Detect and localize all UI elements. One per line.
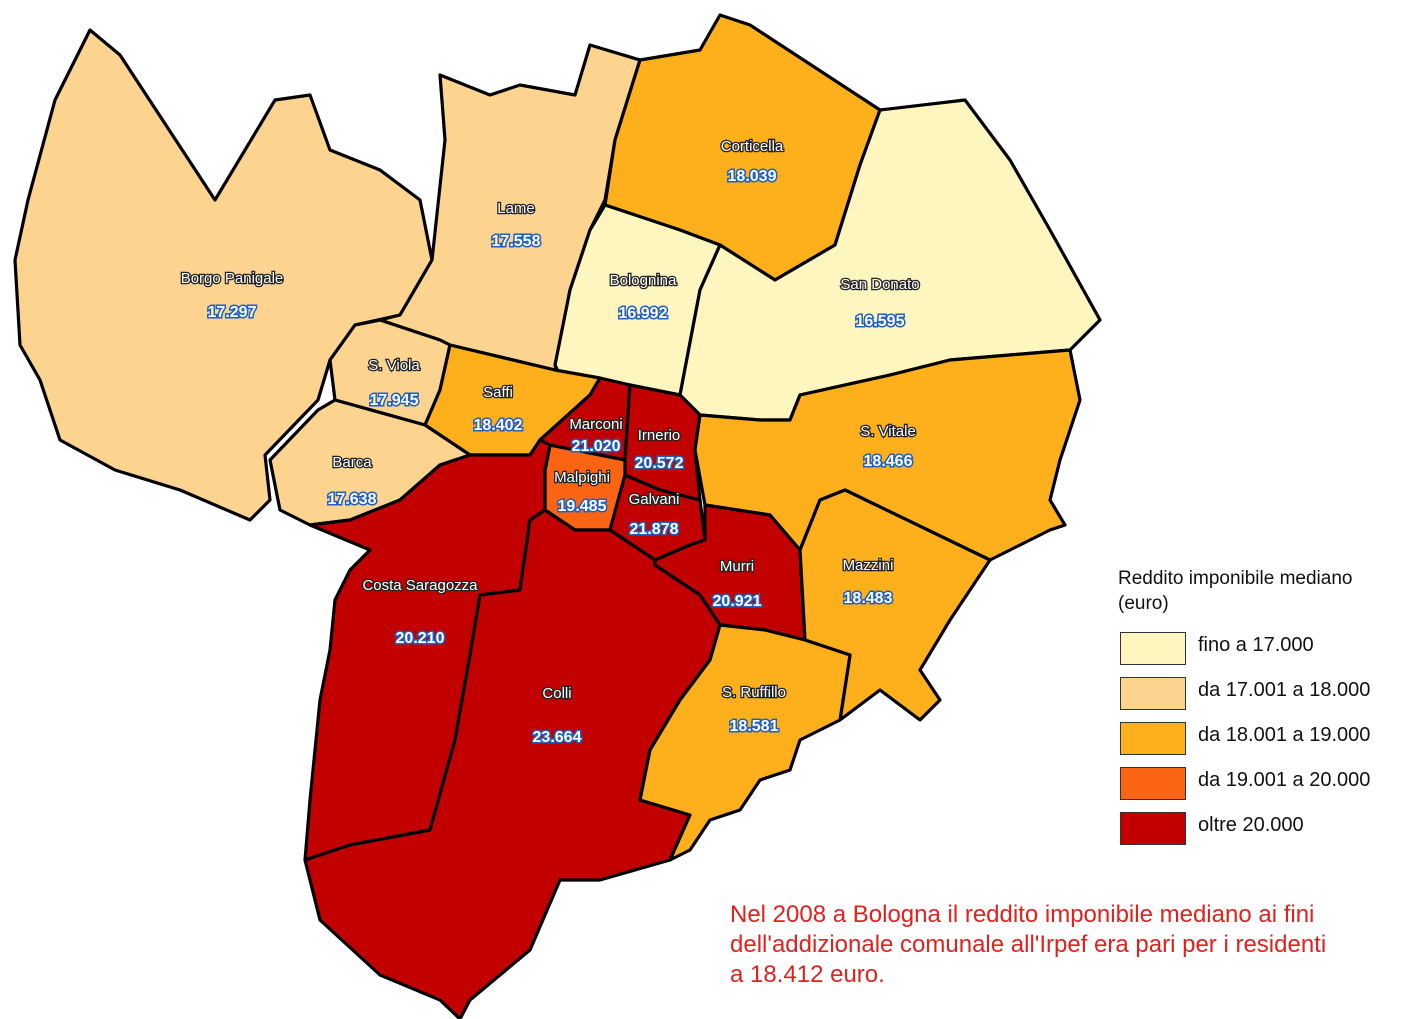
- zone-name-galvani: Galvani: [629, 491, 680, 508]
- legend-swatch-4: [1120, 767, 1186, 800]
- zone-name-lame: Lame: [497, 200, 535, 217]
- zone-value-barca: 17.638: [328, 491, 377, 508]
- legend-swatch-2: [1120, 677, 1186, 710]
- zone-value-s-vitale: 18.466: [864, 453, 913, 470]
- zone-name-saffi: Saffi: [483, 384, 513, 401]
- zone-borgo-panigale[interactable]: [13, 28, 434, 522]
- income-note-line2: dell'addizionale comunale all'Irpef era …: [730, 931, 1327, 958]
- legend-swatch-3: [1120, 722, 1186, 755]
- legend-swatch-1: [1120, 632, 1186, 665]
- legend-swatch-5: [1120, 812, 1186, 845]
- zone-name-borgo-panigale: Borgo Panigale: [181, 270, 284, 287]
- legend-item-1: fino a 17.000: [1118, 624, 1408, 669]
- legend-item-5: oltre 20.000: [1118, 804, 1408, 849]
- zone-name-malpighi: Malpighi: [554, 469, 610, 486]
- zone-value-lame: 17.558: [492, 233, 541, 250]
- legend-item-2: da 17.001 a 18.000: [1118, 669, 1408, 714]
- zone-value-marconi: 21.020: [572, 438, 621, 455]
- zone-value-costa-saragozza: 20.210: [396, 630, 445, 647]
- map-legend: Reddito imponibile mediano (euro) fino a…: [1118, 566, 1408, 849]
- legend-title-line2: (euro): [1118, 593, 1169, 614]
- zone-value-murri: 20.921: [713, 593, 762, 610]
- zone-name-san-donato: San Donato: [840, 276, 919, 293]
- zone-value-irnerio: 20.572: [635, 455, 684, 472]
- zone-value-borgo-panigale: 17.297: [208, 304, 257, 321]
- zone-value-colli: 23.664: [533, 729, 582, 746]
- legend-label-4: da 19.001 a 20.000: [1198, 769, 1371, 791]
- legend-title: Reddito imponibile mediano (euro): [1118, 566, 1408, 616]
- zone-name-murri: Murri: [720, 558, 754, 575]
- zone-value-s-ruffillo: 18.581: [730, 718, 779, 735]
- legend-title-line1: Reddito imponibile mediano: [1118, 568, 1353, 589]
- zone-name-bolognina: Bolognina: [610, 272, 677, 289]
- zone-name-mazzini: Mazzini: [843, 557, 894, 574]
- zone-colli[interactable]: [303, 508, 722, 1019]
- zone-name-costa-saragozza: Costa Saragozza: [362, 577, 478, 594]
- zone-name-colli: Colli: [542, 685, 571, 702]
- zone-name-corticella: Corticella: [721, 138, 784, 155]
- map-zones: [13, 13, 1102, 1019]
- income-note-line1: Nel 2008 a Bologna il reddito imponibile…: [730, 901, 1315, 928]
- zone-value-bolognina: 16.992: [619, 305, 668, 322]
- zone-value-corticella: 18.039: [728, 168, 777, 185]
- legend-label-3: da 18.001 a 19.000: [1198, 724, 1371, 746]
- income-note: Nel 2008 a Bologna il reddito imponibile…: [730, 900, 1408, 990]
- legend-item-3: da 18.001 a 19.000: [1118, 714, 1408, 759]
- legend-label-5: oltre 20.000: [1198, 814, 1304, 836]
- zone-name-s-ruffillo: S. Ruffillo: [722, 684, 786, 701]
- legend-item-4: da 19.001 a 20.000: [1118, 759, 1408, 804]
- map-labels: Borgo Panigale 17.297 Lame 17.558 Corticella…: [179, 137, 921, 748]
- zone-name-s-vitale: S. Vitale: [860, 423, 916, 440]
- zone-value-galvani: 21.878: [630, 521, 679, 538]
- zone-name-irnerio: Irnerio: [638, 427, 681, 444]
- zone-value-s-viola: 17.945: [370, 392, 419, 409]
- zone-s-ruffillo[interactable]: [638, 623, 852, 862]
- zone-value-saffi: 18.402: [474, 417, 523, 434]
- zone-value-mazzini: 18.483: [844, 590, 893, 607]
- zone-name-s-viola: S. Viola: [368, 357, 420, 374]
- legend-label-1: fino a 17.000: [1198, 634, 1314, 656]
- income-note-line3: a 18.412 euro.: [730, 961, 885, 988]
- zone-value-san-donato: 16.595: [856, 313, 905, 330]
- zone-value-malpighi: 19.485: [558, 498, 607, 515]
- legend-label-2: da 17.001 a 18.000: [1198, 679, 1371, 701]
- zone-name-barca: Barca: [332, 454, 372, 471]
- zone-name-marconi: Marconi: [569, 416, 622, 433]
